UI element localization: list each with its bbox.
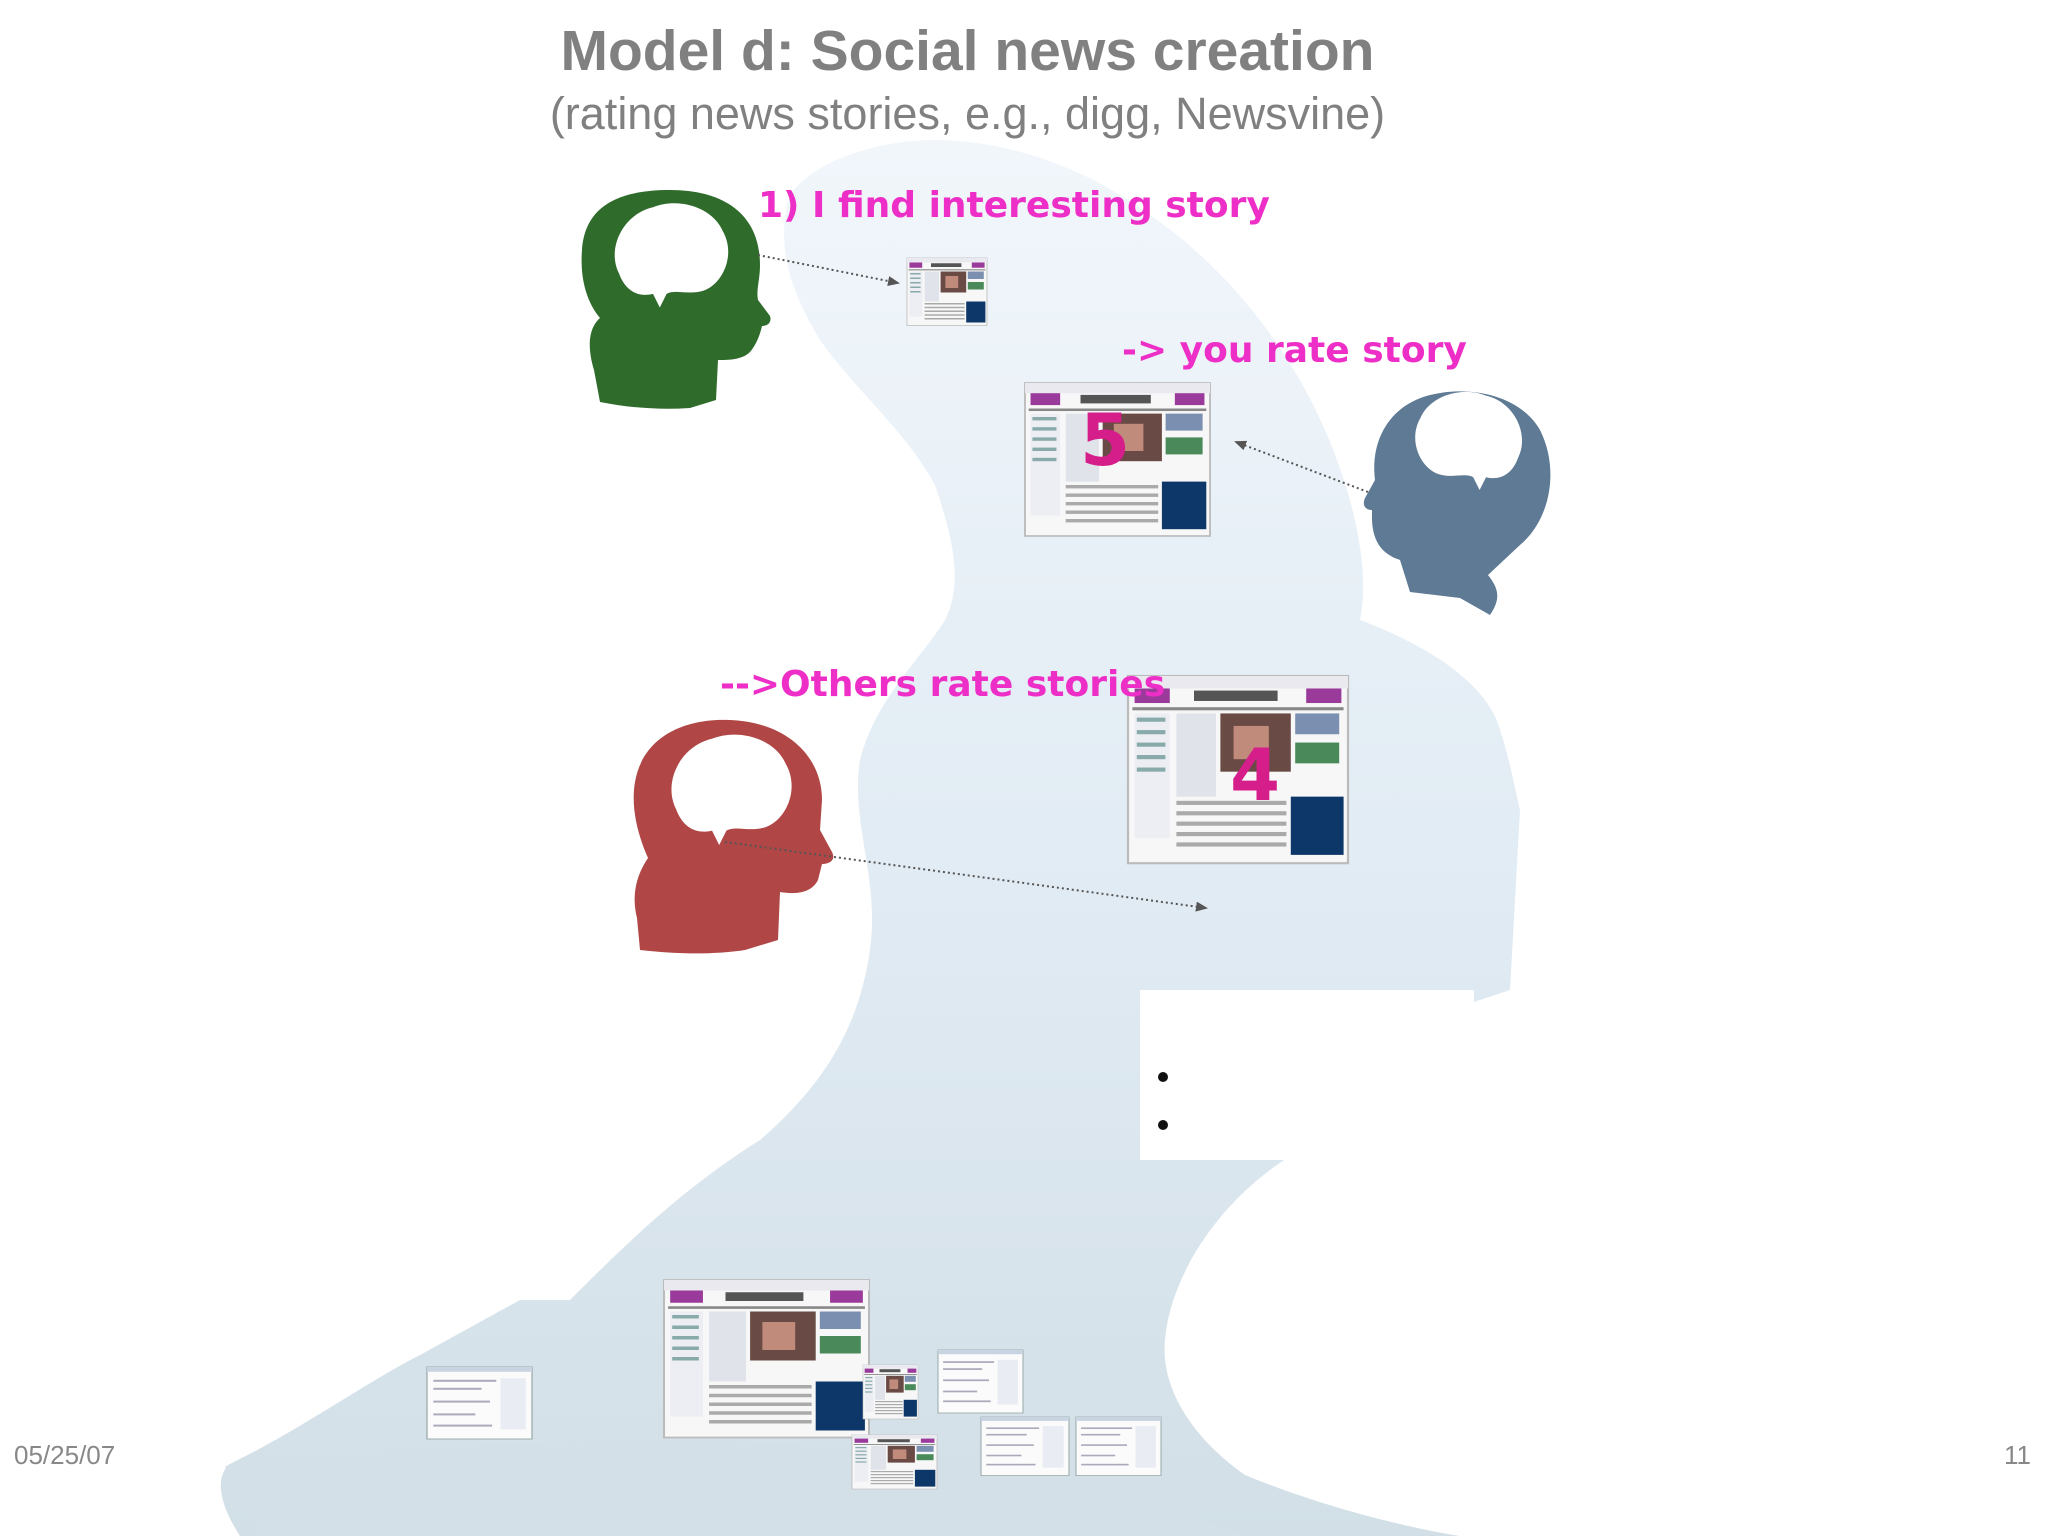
head-others-icon — [633, 719, 834, 954]
story-thumbnail-found — [906, 257, 988, 326]
head-me-icon — [581, 190, 771, 409]
arrow-me-to-story — [757, 254, 900, 286]
bullet-point — [1158, 1120, 1168, 1130]
slide-subtitle: (rating news stories, e.g., digg, Newsvi… — [549, 88, 1386, 139]
slide-page-number: 11 — [2004, 1440, 2031, 1470]
you-rating-value: 5 — [1080, 398, 1130, 482]
slide-title: Model d: Social news creation — [560, 19, 1375, 83]
step-you-rate-label: -> you rate story — [1122, 330, 1467, 371]
step-others-rate-label: -->Others rate stories — [720, 664, 1166, 705]
head-you-icon — [1363, 391, 1551, 615]
arrow-you-to-story — [1234, 440, 1369, 493]
arrow-others-to-story — [724, 841, 1208, 912]
others-rating-value: 4 — [1230, 733, 1280, 817]
slide-date: 05/25/07 — [14, 1440, 116, 1470]
background-sweep — [225, 1440, 1250, 1536]
bullet-textbox — [1140, 990, 1474, 1160]
bullet-point — [1158, 1072, 1168, 1082]
step-find-story-label: 1) I find interesting story — [758, 185, 1270, 226]
